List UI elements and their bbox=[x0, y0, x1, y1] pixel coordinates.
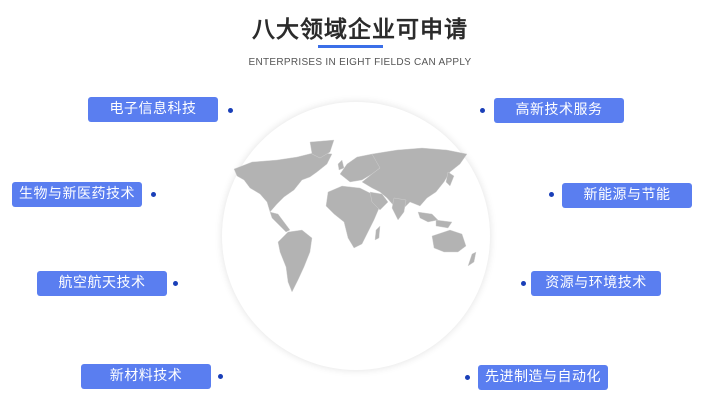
globe-circle bbox=[222, 102, 490, 370]
field-biomedicine: 生物与新医药技术 bbox=[12, 182, 142, 207]
bullet-dot-icon bbox=[465, 375, 470, 380]
field-new-energy: 新能源与节能 bbox=[562, 183, 692, 208]
bullet-dot-icon bbox=[521, 281, 526, 286]
bullet-dot-icon bbox=[549, 192, 554, 197]
bullet-dot-icon bbox=[480, 108, 485, 113]
field-new-materials: 新材料技术 bbox=[81, 364, 211, 389]
page-title: 八大领域企业可申请 bbox=[252, 17, 468, 43]
field-resources-environment: 资源与环境技术 bbox=[531, 271, 661, 296]
title-underline bbox=[318, 45, 383, 48]
bullet-dot-icon bbox=[228, 108, 233, 113]
field-high-tech-services: 高新技术服务 bbox=[494, 98, 624, 123]
bullet-dot-icon bbox=[218, 374, 223, 379]
page-subtitle: ENTERPRISES IN EIGHT FIELDS CAN APPLY bbox=[248, 57, 472, 68]
field-electronic-information: 电子信息科技 bbox=[88, 97, 218, 122]
bullet-dot-icon bbox=[173, 281, 178, 286]
world-map-icon bbox=[233, 139, 477, 293]
field-aerospace: 航空航天技术 bbox=[37, 271, 167, 296]
bullet-dot-icon bbox=[151, 192, 156, 197]
field-advanced-manufacturing: 先进制造与自动化 bbox=[478, 365, 608, 390]
